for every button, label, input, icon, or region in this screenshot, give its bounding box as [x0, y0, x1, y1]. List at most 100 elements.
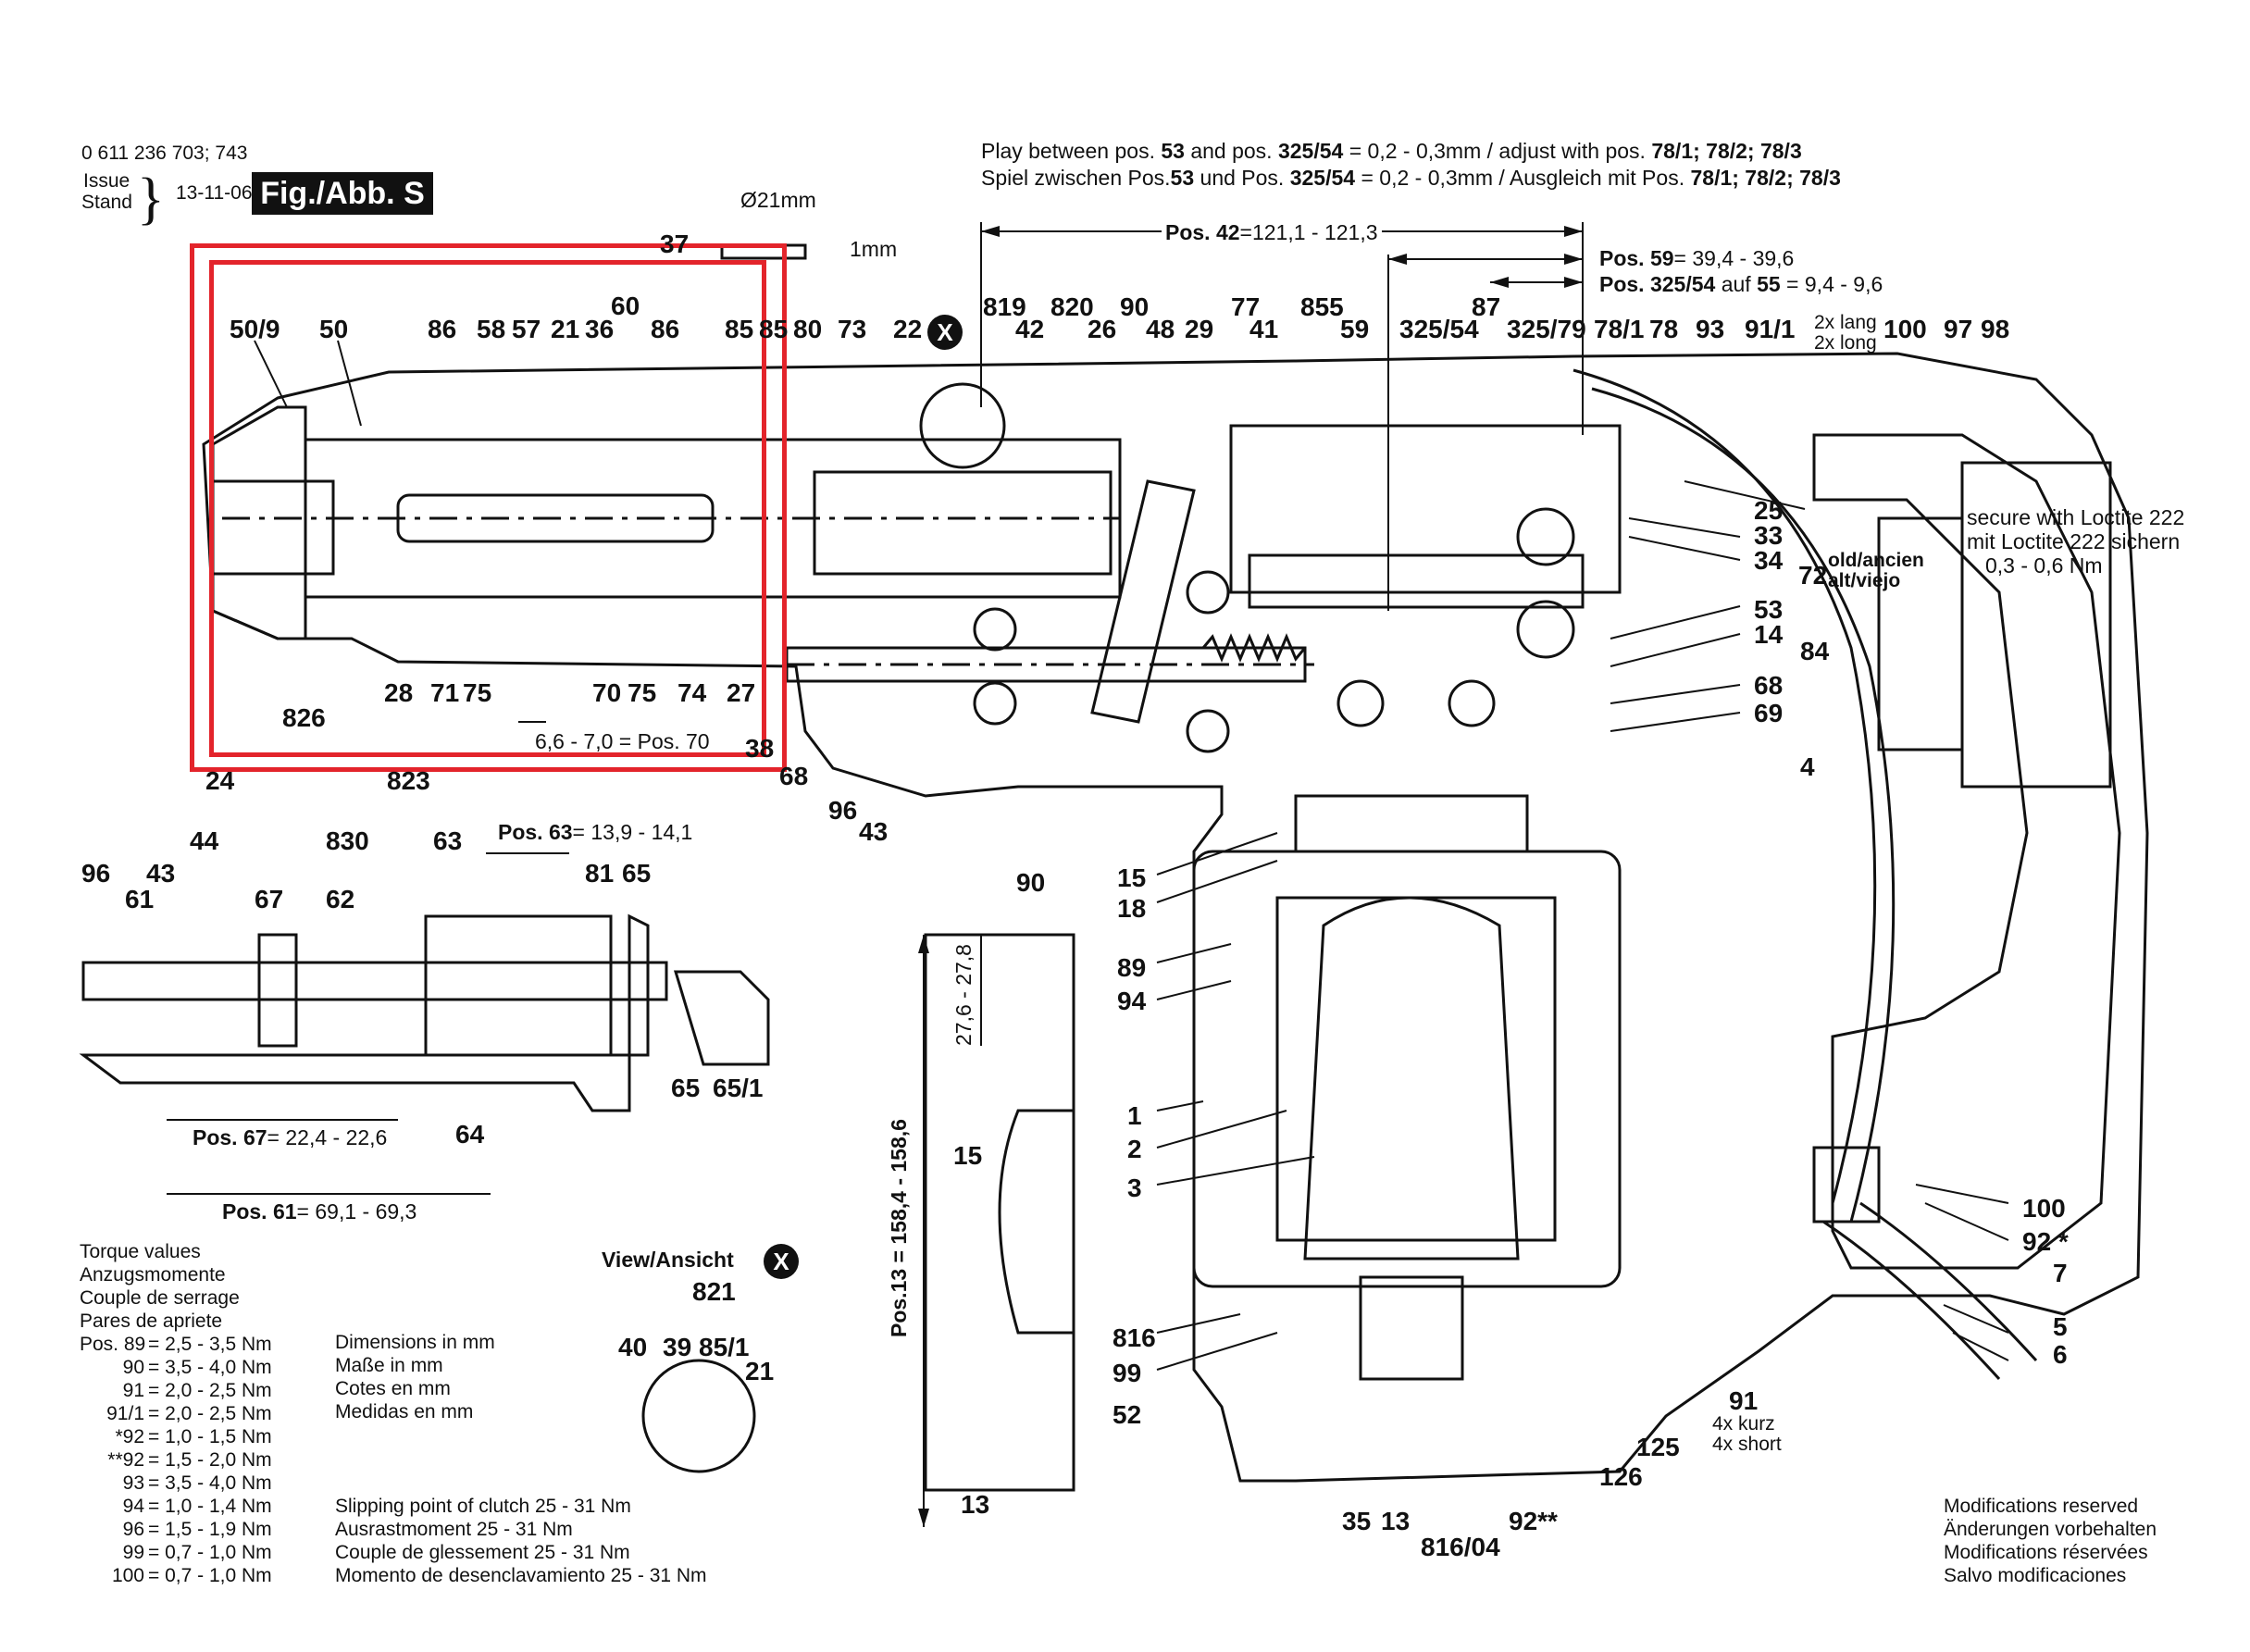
part-label: 92** — [1509, 1507, 1558, 1535]
bearing-b — [1516, 600, 1575, 659]
wire-a — [1573, 368, 1877, 1204]
torque-row-pos: 99 — [122, 1542, 144, 1563]
bearing-h — [1186, 709, 1230, 753]
modifications-fr: Modifications réservées — [1944, 1542, 2148, 1563]
part-label: 819 — [983, 292, 1026, 321]
torque-title-fr: Couple de serrage — [80, 1287, 240, 1309]
torque-row-value: = 1,5 - 2,0 Nm — [148, 1449, 272, 1471]
torque-row-pos: 90 — [122, 1357, 144, 1378]
one-mm-note: 1mm — [850, 237, 898, 261]
loctite-de: mit Loctite 222 sichern — [1967, 529, 2181, 553]
housing-outline — [202, 352, 2149, 1483]
sub-gear — [424, 914, 613, 1057]
part-label: 325/79 — [1507, 315, 1586, 343]
torque-row-pos: 91/1 — [106, 1403, 144, 1424]
dims-note-fr: Cotes en mm — [335, 1378, 451, 1399]
part-label: 830 — [326, 826, 369, 855]
wire-b — [1591, 387, 1896, 1223]
torque-row-value: = 2,5 - 3,5 Nm — [148, 1334, 272, 1355]
commutator — [1359, 1275, 1464, 1381]
spring-coil — [1201, 633, 1307, 663]
part-label: 84 — [1800, 637, 1830, 665]
loctite-torque: 0,3 - 0,6 Nm — [1985, 553, 2103, 578]
part-label: 21 — [551, 315, 580, 343]
part-label: 97 — [1944, 315, 1973, 343]
part-label: 38 — [745, 734, 775, 763]
part-label: 325/54 — [1399, 315, 1479, 343]
view-label: View/Ansicht — [602, 1248, 734, 1272]
part-label: 64 — [455, 1120, 485, 1149]
part-label: 65 — [622, 859, 652, 888]
part-label: 61 — [125, 885, 155, 913]
part-label: 821 — [692, 1277, 736, 1306]
part-label: 85 — [759, 315, 789, 343]
part-label: 826 — [282, 703, 326, 732]
part-label: 5 — [2053, 1312, 2068, 1341]
dims-note-de: Maße in mm — [335, 1355, 443, 1376]
part-label: 42 — [1015, 315, 1045, 343]
part-label: 48 — [1146, 315, 1175, 343]
part-label: 72 — [1798, 561, 1828, 590]
part-label: 35 — [1342, 1507, 1372, 1535]
dim-pos70: 6,6 - 7,0 = Pos. 70 — [535, 729, 710, 753]
part-label: 126 — [1599, 1462, 1643, 1491]
view-x-detail — [641, 1359, 756, 1473]
part-label: 57 — [512, 315, 541, 343]
part-label: 86 — [651, 315, 680, 343]
cable — [1822, 1220, 2001, 1381]
part-label: 100 — [2022, 1194, 2066, 1223]
part-label: 63 — [433, 826, 463, 855]
torque-row-value: = 0,7 - 1,0 Nm — [148, 1565, 272, 1586]
part-label: 78/1 — [1594, 315, 1645, 343]
part-label: 91/1 — [1745, 315, 1796, 343]
part-label: 99 — [1113, 1359, 1142, 1387]
torque-row-value: = 3,5 - 4,0 Nm — [148, 1472, 272, 1494]
torque-row-value: = 2,0 - 2,5 Nm — [148, 1380, 272, 1401]
part-label: 27 — [727, 678, 756, 707]
part-label: 71 — [430, 678, 460, 707]
part-label: 6 — [2053, 1340, 2068, 1369]
part-label: 29 — [1185, 315, 1214, 343]
part-label: 53 — [1754, 595, 1784, 624]
bearing-g — [1186, 570, 1230, 615]
part-label: 24 — [205, 766, 235, 795]
part-label: 14 — [1754, 620, 1784, 649]
part-label: 13 — [1381, 1507, 1411, 1535]
part-label: 85 — [725, 315, 754, 343]
clutch-note-en: Slipping point of clutch 25 - 31 Nm — [335, 1496, 631, 1517]
part-label: 13 — [961, 1490, 990, 1519]
figure-tag: Fig./Abb. S — [252, 172, 433, 215]
gear-housing — [1229, 424, 1622, 594]
issue-date: 13-11-06 — [176, 182, 253, 204]
torque-row-pos: 91 — [122, 1380, 144, 1401]
part-label: 44 — [190, 826, 219, 855]
part-label: 91 — [1729, 1386, 1759, 1415]
part-label: 86 — [428, 315, 457, 343]
bearing-a — [1516, 507, 1575, 566]
motor-top — [1294, 794, 1529, 853]
clutch-note-de: Ausrastmoment 25 - 31 Nm — [335, 1519, 573, 1540]
part-label: 89 — [1117, 953, 1147, 982]
part-label: 50/9 — [230, 315, 280, 343]
part-label: 93 — [1696, 315, 1725, 343]
part-label: 26 — [1088, 315, 1117, 343]
torque-row-pos: 94 — [122, 1496, 144, 1517]
part-label: 85/1 — [699, 1333, 750, 1361]
part-label: 100 — [1883, 315, 1927, 343]
part-label: 39 — [663, 1333, 692, 1361]
torque-row-pos: Pos. 89 — [80, 1334, 146, 1355]
torque-row-pos: *92 — [115, 1426, 144, 1447]
part-label: 125 — [1636, 1433, 1680, 1461]
part-label: 80 — [793, 315, 823, 343]
part-label: 94 — [1117, 987, 1147, 1015]
detail-x-badge: X — [927, 315, 963, 350]
part-label: 25 — [1754, 496, 1784, 525]
part-label: 18 — [1117, 894, 1147, 923]
part-label: 823 — [387, 766, 430, 795]
modifications-en: Modifications reserved — [1944, 1496, 2139, 1517]
torque-row-value: = 0,7 - 1,0 Nm — [148, 1542, 272, 1563]
bearing-e — [973, 607, 1017, 652]
part-label: 52 — [1113, 1400, 1142, 1429]
dims-note-en: Dimensions in mm — [335, 1332, 495, 1353]
